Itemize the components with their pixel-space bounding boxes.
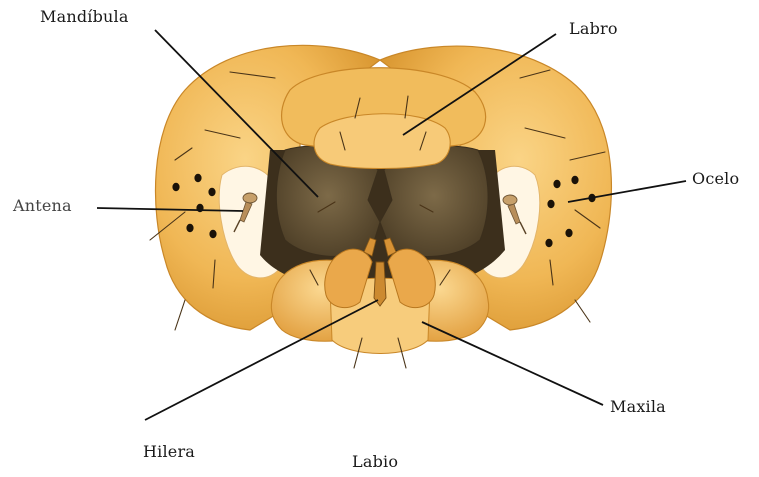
label-antena: Antena xyxy=(13,196,72,215)
label-mandibula: Mandíbula xyxy=(40,7,129,26)
leader-maxila xyxy=(422,322,603,405)
label-labro: Labro xyxy=(569,19,618,38)
label-maxila: Maxila xyxy=(610,397,666,416)
labrum-front xyxy=(314,114,450,169)
label-hilera: Hilera xyxy=(143,442,195,461)
label-ocelo: Ocelo xyxy=(692,169,739,188)
spinneret xyxy=(374,262,386,306)
label-labio: Labio xyxy=(352,452,398,471)
